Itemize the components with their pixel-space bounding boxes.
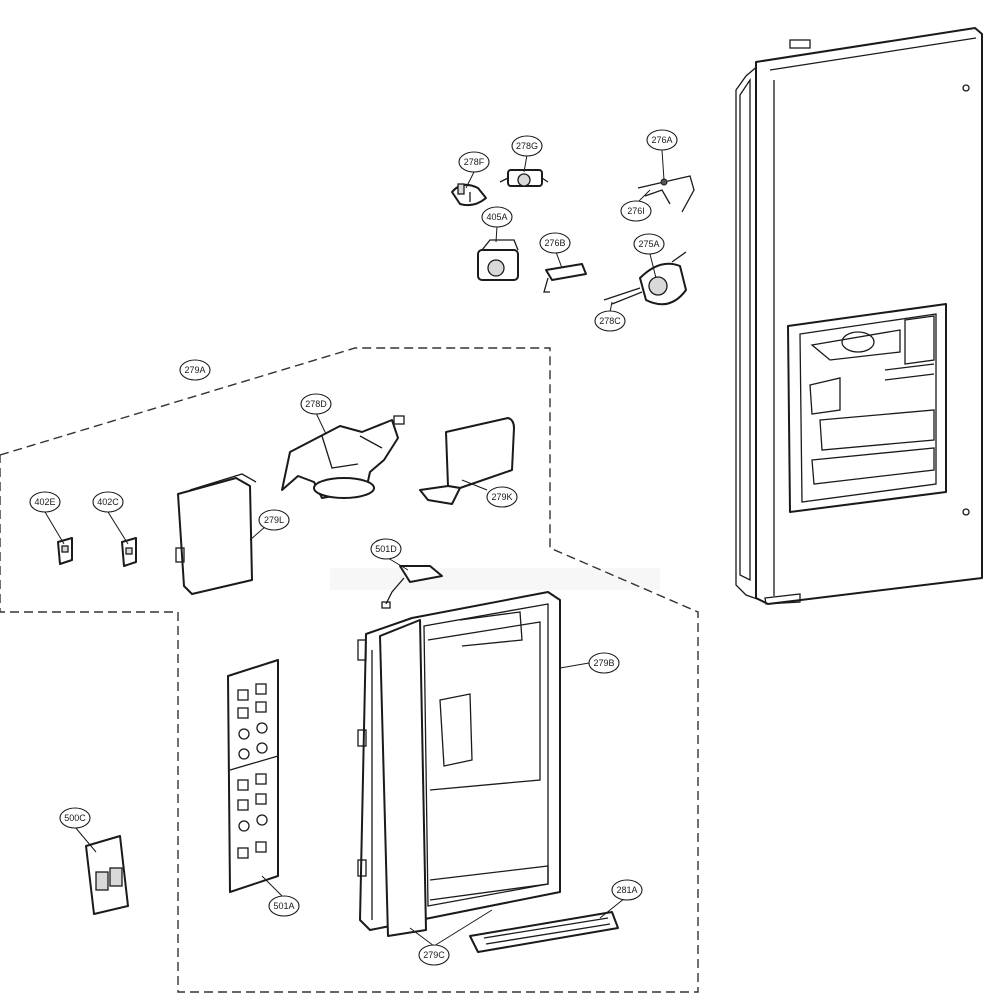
watermark — [330, 568, 660, 590]
part-278G[interactable] — [499, 169, 549, 187]
callout-label: 279A — [184, 365, 205, 375]
callout-279C: 279C — [418, 944, 450, 966]
callout-402C: 402C — [92, 491, 124, 513]
part-278F[interactable] — [451, 183, 487, 207]
callout-276A: 276A — [646, 129, 678, 151]
callout-label: 276I — [627, 206, 645, 216]
part-405A[interactable] — [477, 239, 519, 281]
callout-278F: 278F — [458, 151, 490, 173]
callout-278D: 278D — [300, 393, 332, 415]
callout-label: 278F — [464, 157, 485, 167]
part-279C[interactable] — [379, 619, 427, 937]
callout-label: 276B — [544, 238, 565, 248]
callout-278G: 278G — [511, 135, 543, 157]
callout-501D: 501D — [370, 538, 402, 560]
assembly-boundary — [0, 347, 699, 993]
part-276B[interactable] — [543, 263, 587, 293]
callout-label: 278D — [305, 399, 327, 409]
callout-label: 500C — [64, 813, 86, 823]
callout-label: 281A — [616, 885, 637, 895]
part-276A[interactable] — [637, 175, 695, 213]
part-279L[interactable] — [175, 473, 257, 595]
callout-label: 279L — [264, 515, 284, 525]
part-501D[interactable] — [381, 565, 443, 609]
part-402C[interactable] — [121, 537, 137, 567]
callout-500C: 500C — [59, 807, 91, 829]
part-279K[interactable] — [419, 417, 515, 505]
callout-405A: 405A — [481, 206, 513, 228]
callout-279L: 279L — [258, 509, 290, 531]
callout-279B: 279B — [588, 652, 620, 674]
callout-label: 501A — [273, 901, 294, 911]
callout-402E: 402E — [29, 491, 61, 513]
callout-279A: 279A — [179, 359, 211, 381]
callout-label: 501D — [375, 544, 397, 554]
callout-label: 278G — [516, 141, 538, 151]
callout-label: 278C — [599, 316, 621, 326]
part-281A[interactable] — [469, 911, 619, 953]
callout-label: 279K — [491, 492, 512, 502]
callout-276B: 276B — [539, 232, 571, 254]
callout-label: 276A — [651, 135, 672, 145]
callout-label: 275A — [638, 239, 659, 249]
callout-label: 405A — [486, 212, 507, 222]
callout-278C: 278C — [594, 310, 626, 332]
callout-279K: 279K — [486, 486, 518, 508]
refrigerator-door[interactable] — [735, 27, 983, 605]
callout-281A: 281A — [611, 879, 643, 901]
callout-label: 402C — [97, 497, 119, 507]
part-501A[interactable] — [227, 659, 279, 893]
callout-276I: 276I — [620, 200, 652, 222]
callout-501A: 501A — [268, 895, 300, 917]
part-500C[interactable] — [85, 835, 129, 915]
callout-label: 402E — [34, 497, 55, 507]
part-402E[interactable] — [57, 537, 73, 565]
callout-label: 279C — [423, 950, 445, 960]
part-275A[interactable] — [603, 251, 687, 306]
callout-label: 279B — [593, 658, 614, 668]
callout-275A: 275A — [633, 233, 665, 255]
part-278D[interactable] — [281, 415, 405, 499]
